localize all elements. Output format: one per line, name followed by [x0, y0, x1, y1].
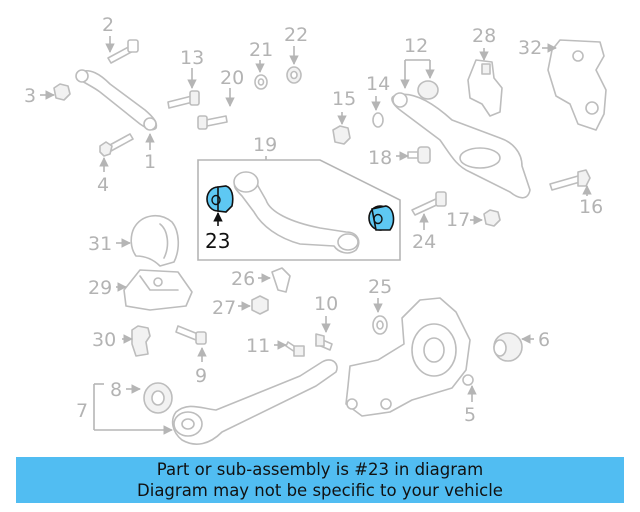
- bolt-24: [411, 191, 447, 216]
- banner-line-2: Diagram may not be specific to your vehi…: [137, 481, 503, 500]
- callout-17: 17: [446, 209, 470, 231]
- upper-arm-19: [233, 171, 360, 254]
- callout-25: 25: [368, 276, 392, 298]
- callout-31: 31: [88, 233, 112, 255]
- bolt-13: [167, 90, 200, 109]
- callout-22: 22: [284, 24, 308, 46]
- callout-20: 20: [220, 67, 244, 89]
- callout-14: 14: [366, 73, 390, 95]
- callout-27: 27: [212, 297, 236, 319]
- bracket-28: [467, 59, 503, 117]
- bracket-32: [547, 39, 607, 131]
- nut-3: [53, 83, 71, 101]
- bushing-23-left: [206, 185, 234, 213]
- nut-17: [483, 209, 501, 227]
- callout-30: 30: [92, 329, 116, 351]
- callout-11: 11: [246, 335, 270, 357]
- callout-18: 18: [368, 147, 392, 169]
- group-19-frame: [197, 159, 401, 261]
- callout-21: 21: [249, 39, 273, 61]
- washer-25: [372, 315, 388, 335]
- bushing-6: [493, 332, 523, 362]
- bolt-18: [407, 146, 431, 164]
- trailing-arm-7: [171, 359, 338, 445]
- callout-19: 19: [253, 134, 277, 156]
- bolt-10: [315, 333, 333, 351]
- callout-13: 13: [180, 47, 204, 69]
- callout-4: 4: [97, 174, 109, 196]
- bolt-4: [99, 133, 134, 157]
- insulator-31: [130, 215, 180, 267]
- callout-28: 28: [472, 25, 496, 47]
- callout-2: 2: [102, 14, 114, 36]
- clip-26: [271, 267, 291, 293]
- callout-26: 26: [231, 268, 255, 290]
- callout-9: 9: [195, 365, 207, 387]
- bolt-20: [197, 115, 228, 130]
- knuckle-5: [345, 297, 474, 417]
- callout-10: 10: [314, 293, 338, 315]
- nut-15: [332, 125, 351, 145]
- callout-16: 16: [579, 196, 603, 218]
- bushing-12: [417, 80, 439, 100]
- bolt-16: [549, 169, 591, 191]
- nut-27: [251, 295, 269, 315]
- bolt-11: [285, 341, 305, 357]
- callout-3: 3: [24, 85, 36, 107]
- washer-21: [254, 74, 268, 90]
- callout-6: 6: [538, 329, 550, 351]
- mount-29: [123, 269, 193, 311]
- banner-line-1: Part or sub-assembly is #23 in diagram: [156, 460, 484, 479]
- callout-7: 7: [76, 400, 88, 422]
- callout-12: 12: [404, 35, 428, 57]
- callout-23: 23: [205, 229, 230, 253]
- callout-1: 1: [144, 151, 156, 173]
- bolt-2: [107, 39, 139, 64]
- bushing-23-right: [368, 205, 395, 231]
- callout-24: 24: [412, 231, 436, 253]
- callout-5: 5: [464, 404, 476, 426]
- nut-30: [131, 325, 151, 357]
- callout-15: 15: [332, 88, 356, 110]
- callout-8: 8: [110, 379, 122, 401]
- info-banner: Part or sub-assembly is #23 in diagram D…: [16, 457, 624, 503]
- bushing-8: [143, 382, 173, 414]
- nut-22: [286, 66, 302, 84]
- upper-link-arm: [75, 69, 158, 131]
- callout-32: 32: [518, 37, 542, 59]
- callout-29: 29: [88, 277, 112, 299]
- lower-control-arm: [391, 92, 531, 199]
- bolt-9: [175, 325, 207, 345]
- washer-14: [372, 112, 384, 128]
